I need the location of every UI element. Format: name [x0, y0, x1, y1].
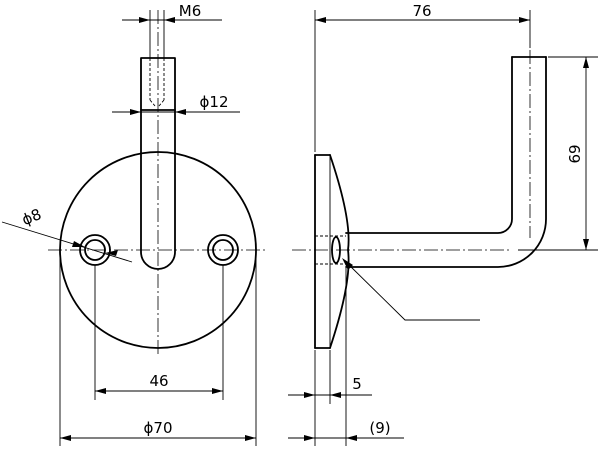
dim69-arrow-top [583, 57, 589, 68]
base-plate-circle [59, 151, 257, 349]
plate-hole-end [331, 236, 341, 264]
front-dimensions: M6 ϕ12 ϕ8 46 ϕ70 [1, 2, 257, 446]
right-mounting-hole-inner [212, 239, 234, 261]
weld-leader [345, 261, 480, 321]
dim69-arrow-bottom [583, 239, 589, 250]
m6-arrow-right [164, 17, 175, 23]
plate-front-profile [329, 154, 350, 349]
dim46-arrow-left [95, 388, 106, 394]
side-view [292, 50, 547, 349]
side-dimensions: 76 69 5 (9) [288, 2, 598, 446]
dim5-arrow-right [330, 392, 341, 398]
dim76-arrow-right [519, 17, 530, 23]
m6-label: M6 [179, 2, 202, 20]
dim76-label: 76 [412, 2, 431, 20]
dim5-label: 5 [352, 375, 362, 393]
left-mounting-hole-inner [84, 239, 106, 261]
support-arm-outline [140, 109, 176, 270]
dim9-arrow-left [304, 435, 315, 441]
phi12-label: ϕ12 [200, 93, 229, 111]
front-view [48, 10, 268, 356]
dim69-label: 69 [566, 144, 584, 163]
arm-inner-contour [345, 56, 513, 234]
dim76-arrow-left [315, 17, 326, 23]
phi12-arrow-left [130, 109, 141, 115]
dim70-arrow-right [245, 435, 256, 441]
dim70-label: ϕ70 [144, 419, 173, 437]
dim46-label: 46 [149, 372, 168, 390]
dim46-arrow-right [212, 388, 223, 394]
phi8-arrow-out [105, 250, 118, 256]
arm-outer-contour [345, 56, 547, 268]
phi8-leader [1, 221, 133, 263]
weld-leader-arrow [342, 258, 353, 270]
dim70-arrow-left [60, 435, 71, 441]
phi8-label: ϕ8 [19, 205, 44, 229]
thread-hidden-bottom-left [149, 99, 156, 107]
m6-arrow-left [139, 17, 150, 23]
phi12-arrow-right [175, 109, 186, 115]
dim5-arrow-left [304, 392, 315, 398]
dim9-arrow-right [346, 435, 357, 441]
dim9-label: (9) [369, 419, 390, 437]
phi8-arrow-in [72, 241, 85, 247]
thread-hidden-bottom-right [158, 99, 165, 107]
threaded-stud [140, 57, 176, 111]
